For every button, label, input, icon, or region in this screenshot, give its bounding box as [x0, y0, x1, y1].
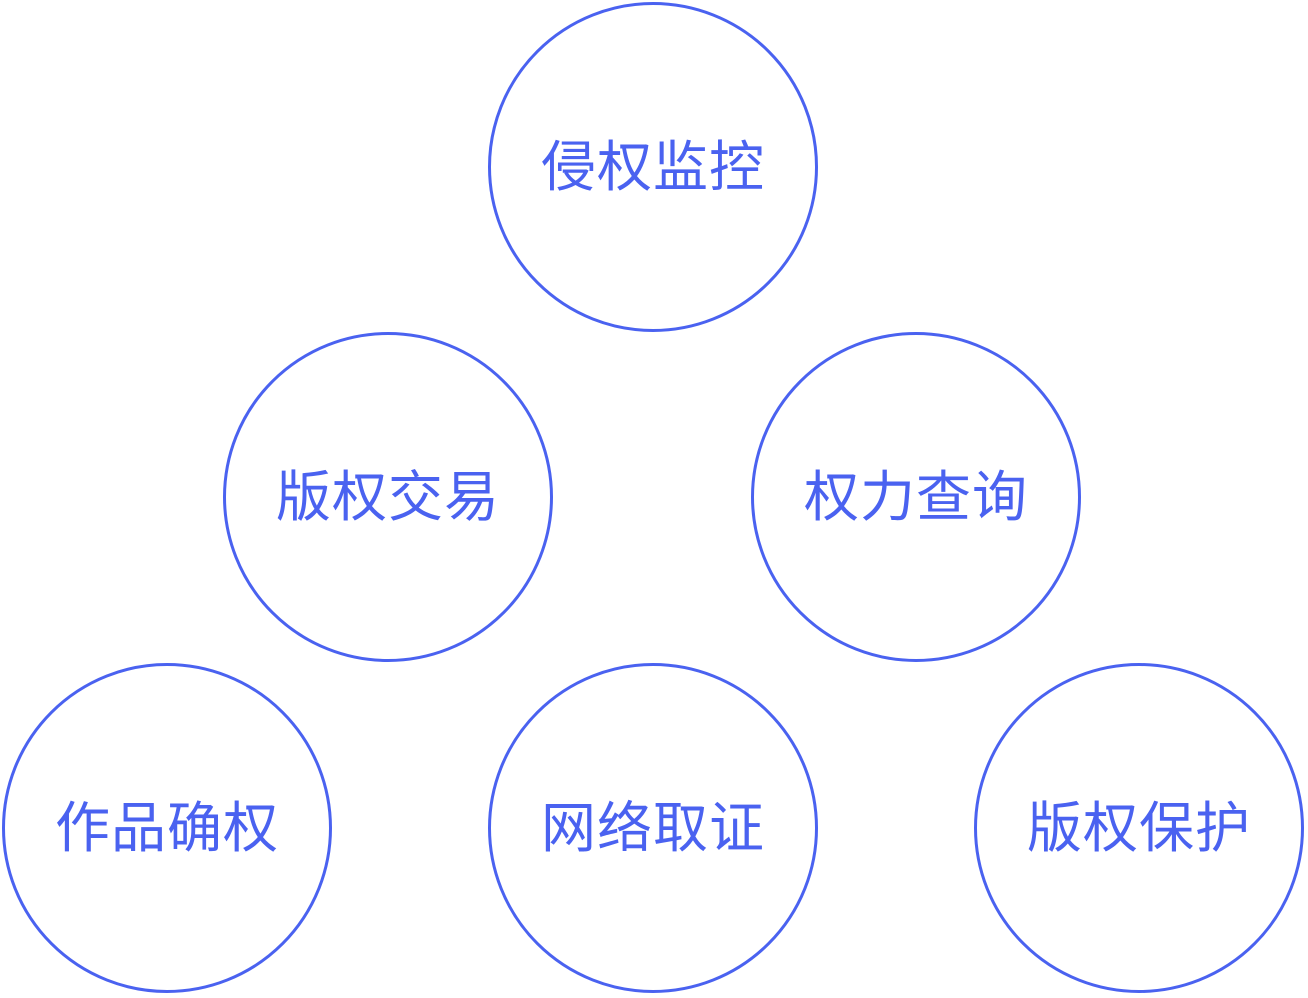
node-label: 侵权监控 — [540, 134, 765, 199]
node-work-rights-confirmation: 作品确权 — [2, 663, 332, 993]
node-copyright-trading: 版权交易 — [223, 332, 553, 662]
node-infringement-monitoring: 侵权监控 — [488, 2, 818, 332]
node-label: 版权保护 — [1026, 795, 1251, 860]
node-copyright-protection: 版权保护 — [974, 663, 1304, 993]
node-rights-query: 权力查询 — [751, 332, 1081, 662]
node-label: 权力查询 — [803, 464, 1028, 529]
node-label: 版权交易 — [275, 464, 500, 529]
node-network-evidence: 网络取证 — [488, 663, 818, 993]
node-label: 网络取证 — [540, 795, 765, 860]
node-label: 作品确权 — [54, 795, 279, 860]
